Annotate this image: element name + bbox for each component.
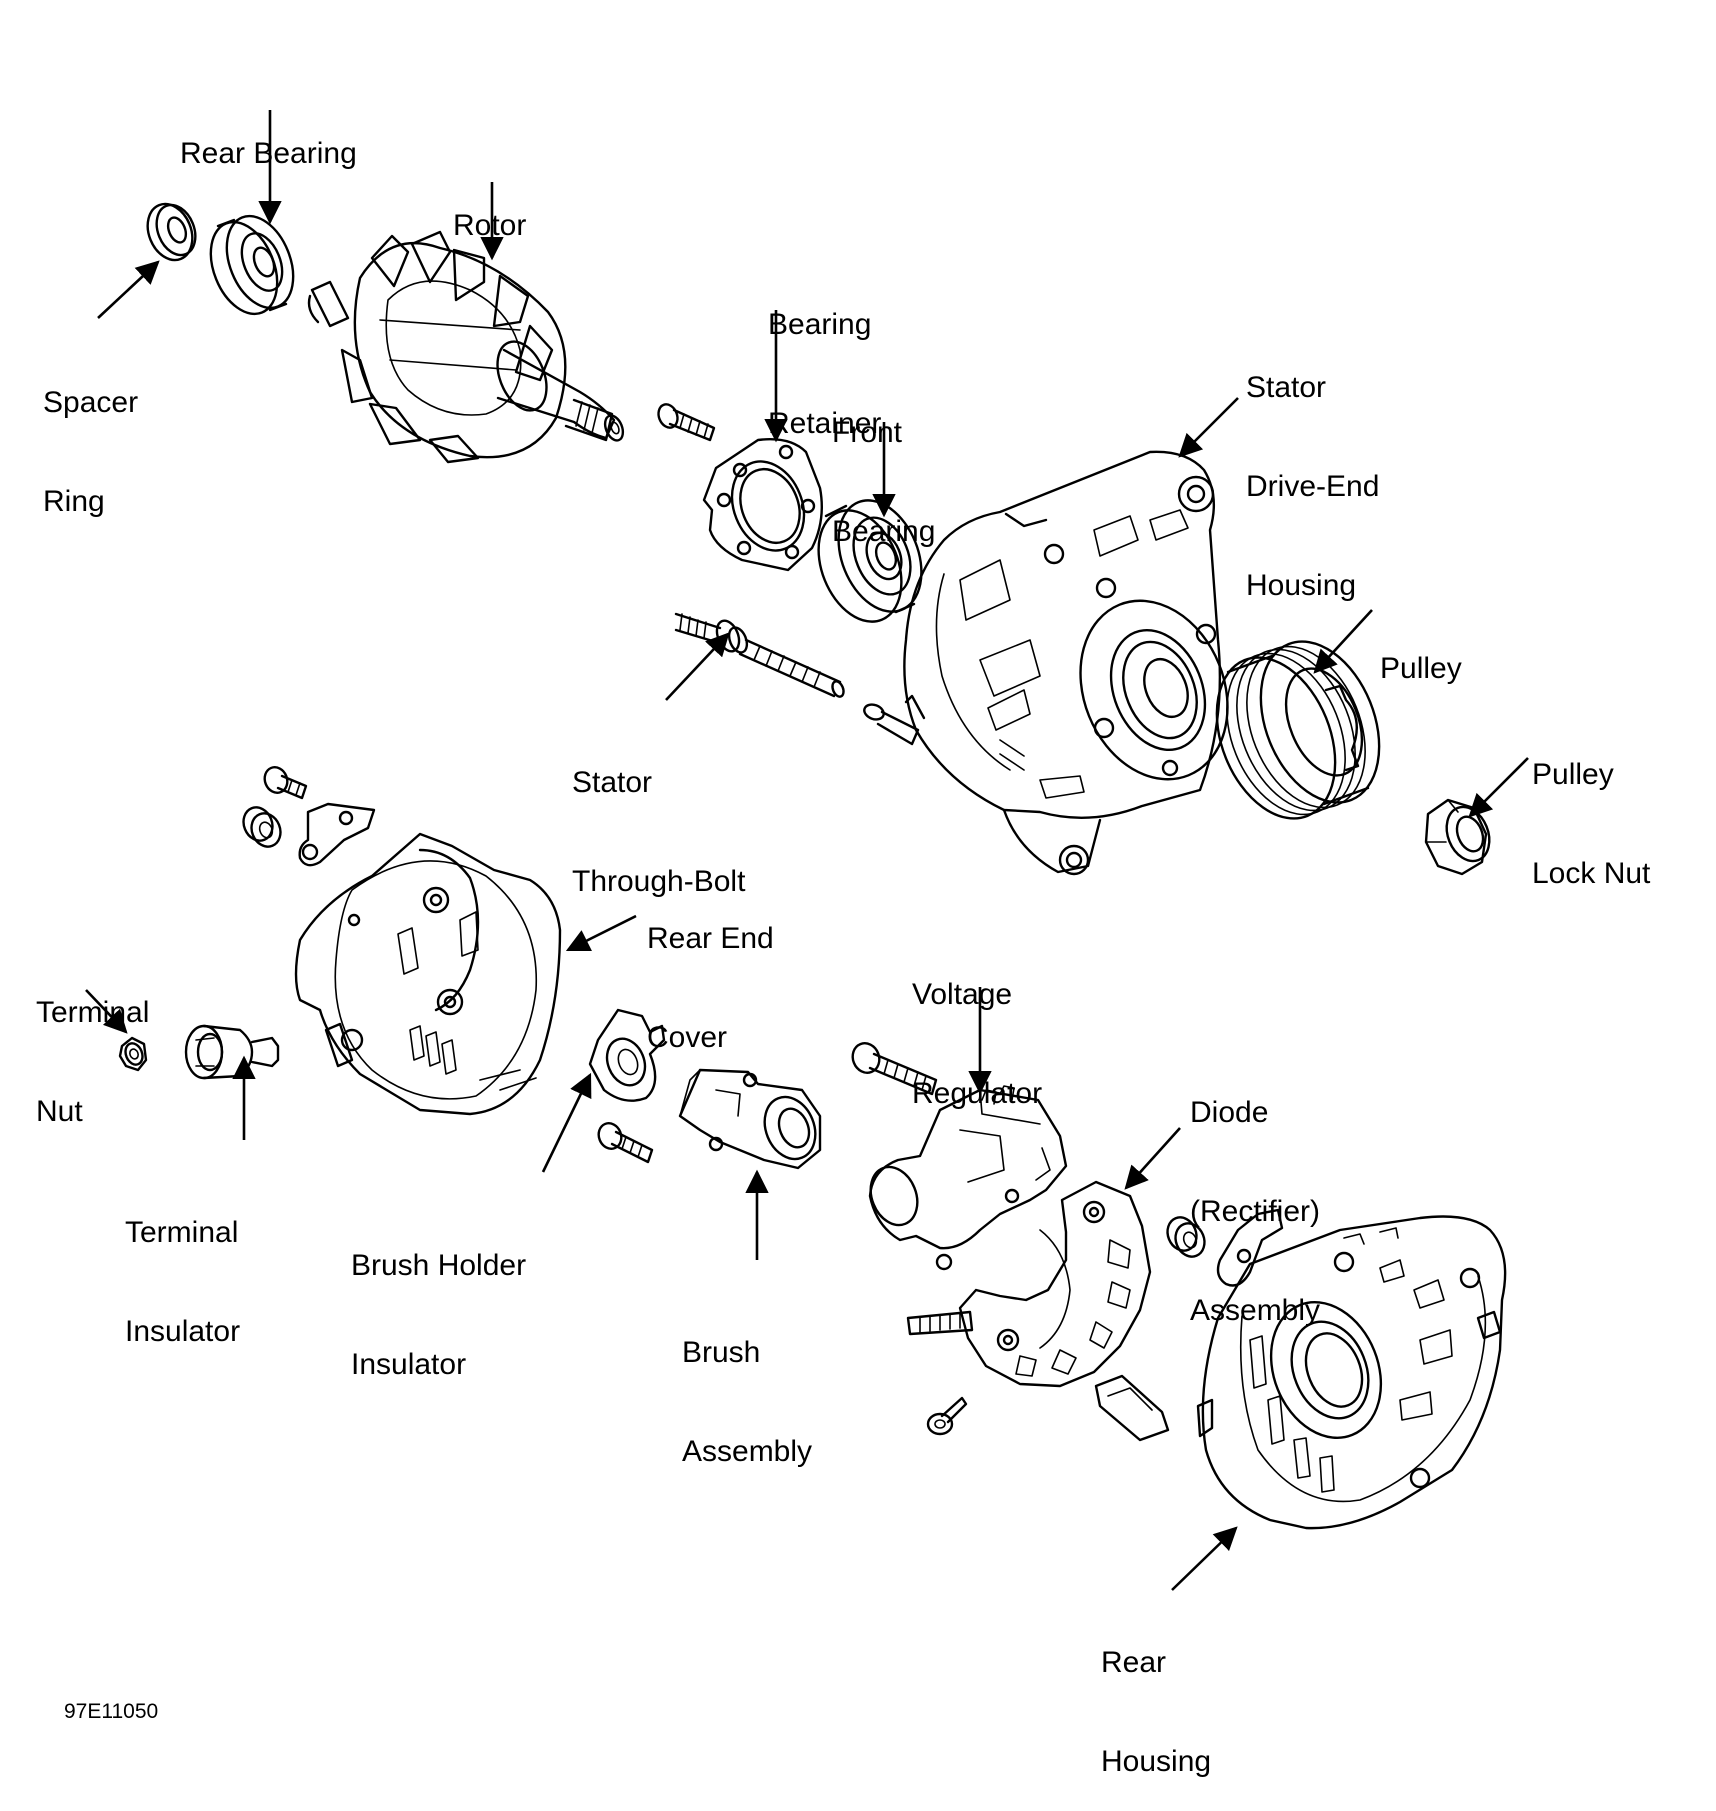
brush-holder-insulator-part (588, 1008, 666, 1102)
leader-brush-holder-insulator (541, 1072, 592, 1173)
label-stator-through-bolt: Stator Through-Bolt (572, 700, 745, 931)
label-pulley-lock-nut-line-2: Lock Nut (1532, 857, 1651, 890)
leader-terminal-nut (85, 989, 128, 1034)
diode-screw-part (926, 1396, 968, 1436)
label-rear-end-cover-line-2: Cover (647, 1021, 728, 1054)
label-rear-housing-line-2: Housing (1101, 1745, 1212, 1778)
terminal-nut-part (118, 1036, 148, 1072)
label-bearing-retainer: Bearing Retainer (768, 242, 881, 473)
label-rear-bearing: Rear Bearing (180, 71, 357, 203)
label-rear-housing-line-1: Rear (1101, 1646, 1167, 1679)
stator-drive-end-housing-part (903, 450, 1229, 876)
label-diode-rectifier-assembly: Diode (Rectifier) Assembly (1190, 1030, 1320, 1360)
label-pulley-line-1: Pulley (1380, 652, 1462, 685)
diode-rectifier-part (906, 1180, 1152, 1388)
leader-through-bolt (665, 632, 730, 701)
figure-code: 97E11050 (64, 1700, 159, 1723)
label-pulley: Pulley (1380, 586, 1462, 718)
label-voltage-regulator: Voltage Regulator (912, 912, 1042, 1143)
label-spacer-ring: Spacer Ring (43, 320, 138, 551)
label-brush-assembly-line-2: Assembly (682, 1435, 813, 1468)
label-brush-assembly: Brush Assembly (682, 1270, 812, 1501)
front-bearing-part (817, 499, 923, 623)
pulley-lock-nut-part (1424, 798, 1491, 876)
ground-lug-part (863, 694, 926, 746)
label-diode-line-3: Assembly (1190, 1294, 1321, 1327)
label-terminal-insulator: Terminal Insulator (125, 1150, 240, 1381)
retainer-screw-part (657, 403, 716, 442)
pulley-part (1215, 640, 1381, 820)
cover-screws-part (242, 766, 376, 867)
leader-rear-end-cover (565, 914, 637, 952)
label-terminal-insulator-line-2: Insulator (125, 1315, 241, 1348)
leader-lock-nut (1468, 757, 1529, 818)
rear-bearing-part (209, 214, 295, 316)
through-bolt-part (674, 612, 845, 698)
label-spacer-ring-line-2: Ring (43, 485, 105, 518)
label-terminal-nut: Terminal Nut (36, 930, 149, 1161)
label-diode-line-1: Diode (1190, 1096, 1269, 1129)
spacer-ring-part (146, 202, 197, 262)
bearing-retainer-part (702, 438, 823, 572)
leader-rear-housing (1171, 1526, 1238, 1591)
label-voltage-regulator-line-2: Regulator (912, 1077, 1043, 1110)
label-pulley-lock-nut-line-1: Pulley (1532, 758, 1614, 791)
label-through-bolt-line-1: Stator (572, 766, 653, 799)
label-terminal-nut-line-2: Nut (36, 1095, 83, 1128)
label-bearing-retainer-line-2: Retainer (768, 407, 882, 440)
brush-assembly-part (678, 1068, 822, 1170)
rotor-part (307, 230, 625, 464)
label-bearing-retainer-line-1: Bearing (768, 308, 872, 341)
terminal-block-part (1094, 1374, 1170, 1442)
label-rotor: Rotor (453, 143, 526, 275)
label-terminal-nut-line-1: Terminal (36, 996, 150, 1029)
rear-end-cover-part (294, 832, 562, 1116)
label-stator-housing-line-3: Housing (1246, 569, 1357, 602)
label-rear-end-cover: Rear End Cover (647, 856, 774, 1087)
regulator-screw-part (851, 1042, 938, 1096)
label-brush-holder-line-2: Insulator (351, 1348, 467, 1381)
label-voltage-regulator-line-1: Voltage (912, 978, 1013, 1011)
label-stator-housing-line-2: Drive-End (1246, 470, 1380, 503)
label-front-bearing: Front Bearing (832, 350, 935, 581)
label-pulley-lock-nut: Pulley Lock Nut (1532, 692, 1650, 923)
label-rear-bearing-line-1: Rear Bearing (180, 137, 357, 170)
leader-stator-housing (1178, 397, 1239, 458)
label-diode-line-2: (Rectifier) (1190, 1195, 1321, 1228)
label-brush-holder-line-1: Brush Holder (351, 1249, 527, 1282)
leader-spacer-ring (97, 260, 160, 319)
rear-bracket-part (1166, 1208, 1284, 1287)
label-through-bolt-line-2: Through-Bolt (572, 865, 746, 898)
label-rotor-line-1: Rotor (453, 209, 527, 242)
label-brush-assembly-line-1: Brush (682, 1336, 761, 1369)
label-front-bearing-line-2: Bearing (832, 515, 936, 548)
label-rear-end-cover-line-1: Rear End (647, 922, 774, 955)
voltage-regulator-part (868, 1085, 1068, 1271)
label-terminal-insulator-line-1: Terminal (125, 1216, 239, 1249)
terminal-insulator-part (184, 1024, 280, 1080)
rear-housing-part (1196, 1215, 1507, 1530)
brush-screw-part (597, 1122, 654, 1164)
label-brush-holder-insulator: Brush Holder Insulator (351, 1183, 526, 1414)
leader-diode-assembly (1124, 1127, 1181, 1190)
label-spacer-ring-line-1: Spacer (43, 386, 139, 419)
label-stator-housing-line-1: Stator (1246, 371, 1327, 404)
label-rear-housing: Rear Housing (1101, 1580, 1211, 1811)
label-stator-drive-end-housing: Stator Drive-End Housing (1246, 305, 1379, 635)
leader-arrows (85, 110, 1529, 1591)
label-front-bearing-line-1: Front (832, 416, 903, 449)
